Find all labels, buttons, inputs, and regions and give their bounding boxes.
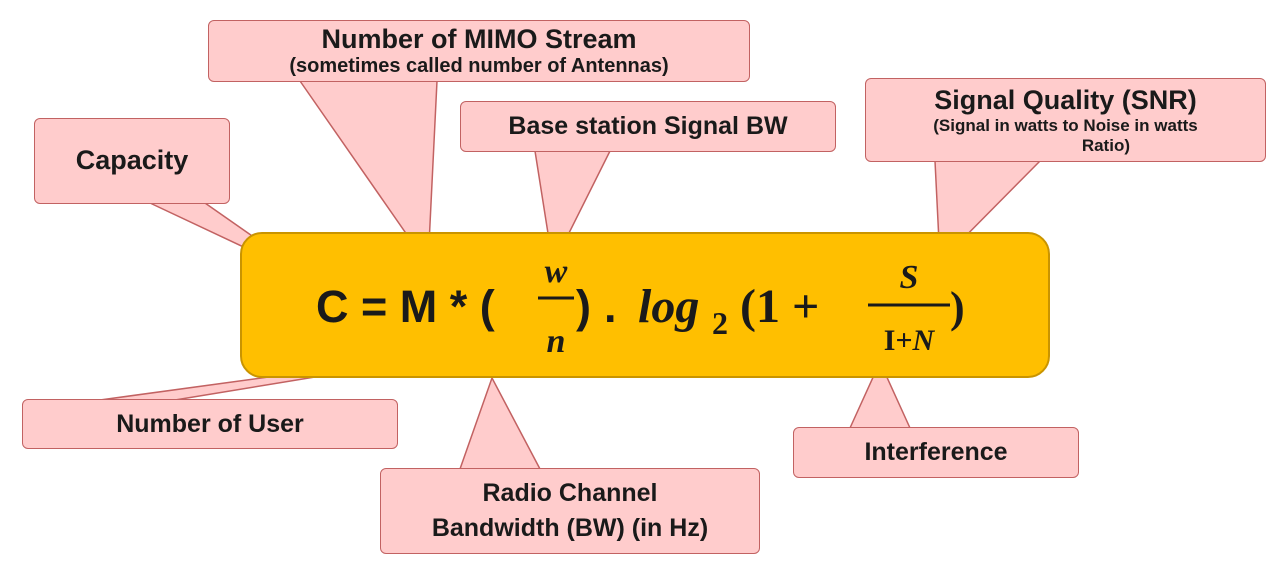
radio-channel-bw-line1: Radio Channel [482, 479, 658, 508]
mimo-stream-callout: Number of MIMO Stream (sometimes called … [208, 20, 750, 82]
formula-log: log [638, 280, 699, 333]
fraction-n-denominator: n [547, 323, 566, 360]
formula-dot: . [604, 281, 617, 332]
formula-close-paren-1: ) [576, 281, 591, 332]
formula-one-plus: (1 + [740, 280, 819, 333]
radio-channel-bw-callout: Radio Channel Bandwidth (BW) (in Hz) [380, 468, 760, 554]
interference-label: Interference [864, 438, 1008, 467]
capacity-label: Capacity [75, 145, 189, 176]
formula-lhs: C = M * ( [316, 281, 495, 332]
number-of-users-callout: Number of User [22, 399, 398, 449]
capacity-callout: Capacity [34, 118, 230, 204]
mimo-stream-title: Number of MIMO Stream [321, 23, 637, 54]
formula-log-base: 2 [712, 305, 728, 341]
denominator-n: N [912, 324, 936, 357]
denominator-i-plus: I+ [884, 324, 913, 357]
formula-close-paren-2: ) [950, 283, 965, 332]
fraction-i-plus-n-denominator: I+N [884, 324, 936, 357]
interference-callout: Interference [793, 427, 1079, 478]
radio-channel-bw-line2: Bandwidth (BW) (in Hz) [431, 514, 709, 542]
mimo-stream-subtitle: (sometimes called number of Antennas) [289, 55, 669, 78]
signal-quality-subtitle-line1: (Signal in watts to Noise in watts [933, 115, 1198, 135]
number-of-users-label: Number of User [116, 409, 304, 438]
base-station-bw-callout: Base station Signal BW [460, 101, 836, 152]
base-station-bw-label: Base station Signal BW [508, 112, 788, 141]
signal-quality-title: Signal Quality (SNR) [934, 84, 1197, 115]
fraction-w-numerator: w [545, 253, 568, 290]
fraction-s-numerator: S [900, 259, 919, 296]
signal-quality-callout: Signal Quality (SNR) (Signal in watts to… [865, 78, 1266, 162]
signal-quality-subtitle-line2: Ratio) [1081, 135, 1130, 155]
